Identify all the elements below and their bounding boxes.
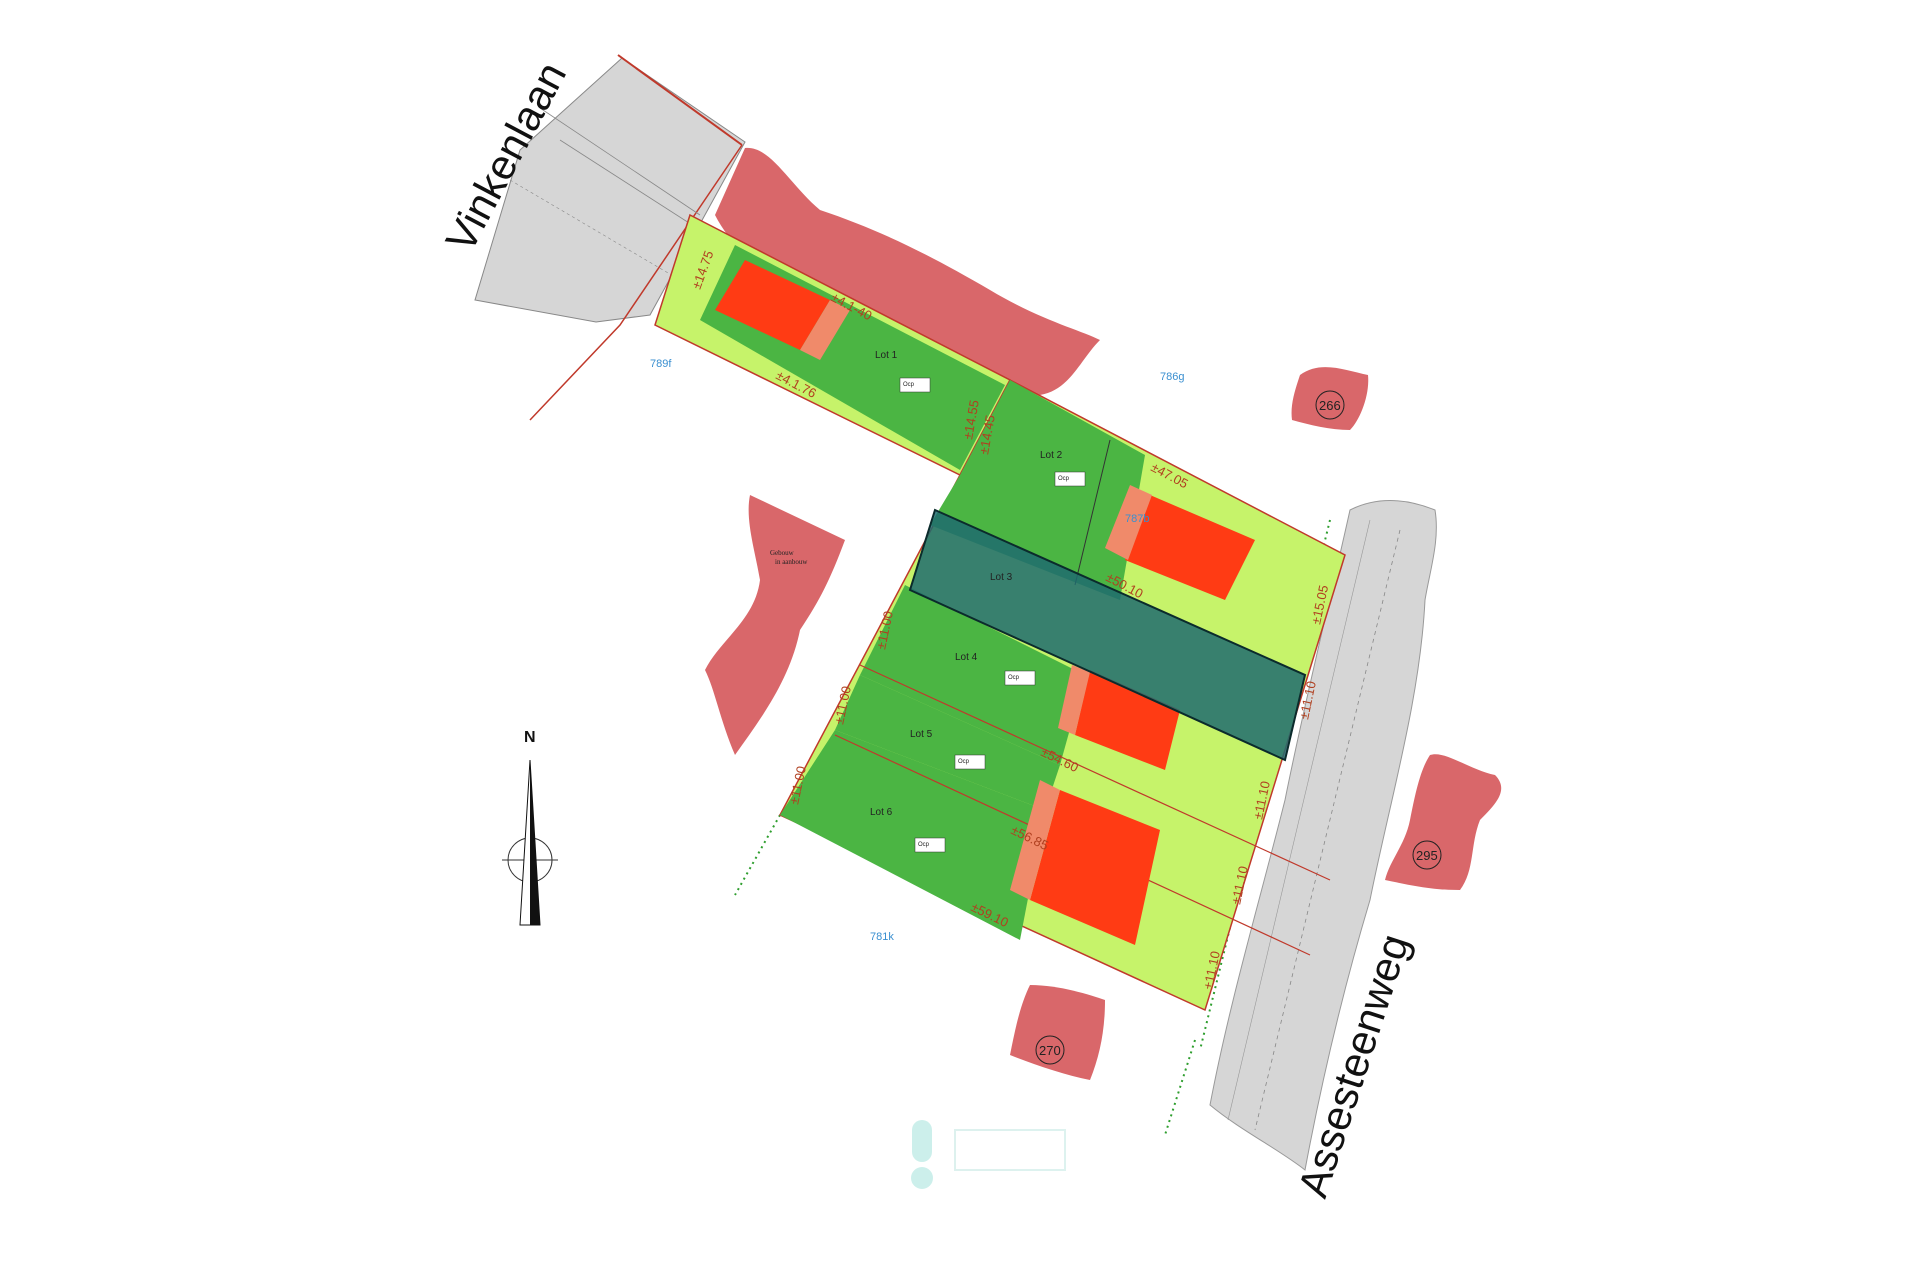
parcel-789f: 789f	[650, 358, 672, 370]
buildings	[1010, 485, 1255, 945]
lot-label-4: Lot 4	[955, 652, 978, 663]
lot-label-6: Lot 6	[870, 807, 893, 818]
dim-lot2-width1: ±14.55	[960, 399, 982, 441]
neighbour-building-295	[1385, 754, 1502, 890]
watermark-logo	[911, 1120, 1066, 1189]
neighbour-building-266	[1291, 367, 1369, 430]
neighbour-building-north	[715, 147, 1100, 395]
lot-3-overlay	[908, 508, 1307, 762]
building-note-line2: in aanbouw	[775, 558, 808, 566]
lot-label-2: Lot 2	[1040, 450, 1063, 461]
parcel-786g: 786g	[1160, 371, 1184, 383]
house-number-266: 266	[1315, 390, 1345, 420]
lot-label-1: Lot 1	[875, 350, 898, 361]
svg-text:266: 266	[1319, 398, 1341, 413]
ocp-tags: Ocp Ocp Ocp Ocp Ocp	[899, 377, 1086, 853]
lot-label-3: Lot 3	[990, 572, 1013, 583]
house-number-295: 295	[1412, 840, 1442, 870]
neighbour-building-270	[1010, 985, 1105, 1080]
lot-label-5: Lot 5	[910, 729, 933, 740]
parcel-781k: 781k	[870, 931, 894, 943]
parcel-787b: 787b	[1125, 513, 1149, 525]
ocp-tag-2: Ocp	[1058, 476, 1070, 482]
lot-1	[654, 213, 1012, 476]
dim-lot2-width2: ±14.45	[976, 414, 998, 456]
ocp-tag-1: Ocp	[903, 382, 915, 388]
svg-text:270: 270	[1039, 1043, 1061, 1058]
house-number-270: 270	[1035, 1035, 1065, 1065]
neighbour-building-west	[705, 495, 845, 755]
ocp-tag-4: Ocp	[1008, 675, 1020, 681]
ocp-tag-6: Ocp	[918, 842, 930, 848]
building-note-line1: Gebouw	[770, 549, 795, 557]
svg-text:295: 295	[1416, 848, 1438, 863]
north-label: N	[524, 729, 536, 746]
ocp-tag-5: Ocp	[958, 759, 970, 765]
north-arrow: N	[502, 729, 558, 926]
